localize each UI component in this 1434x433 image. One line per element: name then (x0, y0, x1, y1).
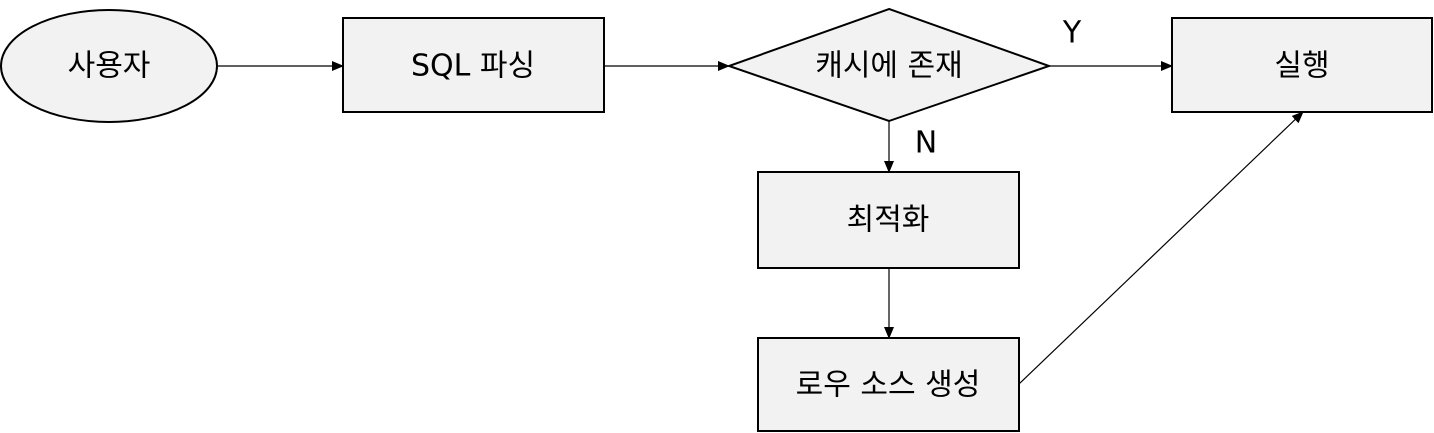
node-optimize-label: 최적화 (847, 203, 930, 238)
node-row-source: 로우 소스 생성 (757, 337, 1020, 432)
node-sql-parse: SQL 파싱 (342, 17, 605, 113)
node-execute: 실행 (1171, 17, 1433, 113)
node-cache-check-shape (725, 7, 1053, 123)
node-cache-check-label: 캐시에 존재 (815, 49, 963, 84)
node-sql-parse-label: SQL 파싱 (411, 49, 535, 84)
node-user-shape (0, 9, 218, 123)
node-cache-check: 캐시에 존재 (725, 7, 1053, 123)
node-user: 사용자 (0, 9, 218, 123)
node-execute-shape (1171, 17, 1433, 113)
node-optimize: 최적화 (757, 171, 1020, 269)
node-user-label: 사용자 (68, 49, 151, 84)
node-row-source-shape (757, 337, 1020, 432)
edge-label-no: N (915, 126, 937, 161)
node-row-source-label: 로우 소스 생성 (796, 368, 981, 403)
node-execute-label: 실행 (1274, 49, 1329, 84)
node-optimize-shape (757, 171, 1020, 269)
edge-label-yes: Y (1062, 16, 1082, 51)
edge-row-source-to-execute (1018, 111, 1304, 385)
node-sql-parse-shape (342, 17, 605, 113)
